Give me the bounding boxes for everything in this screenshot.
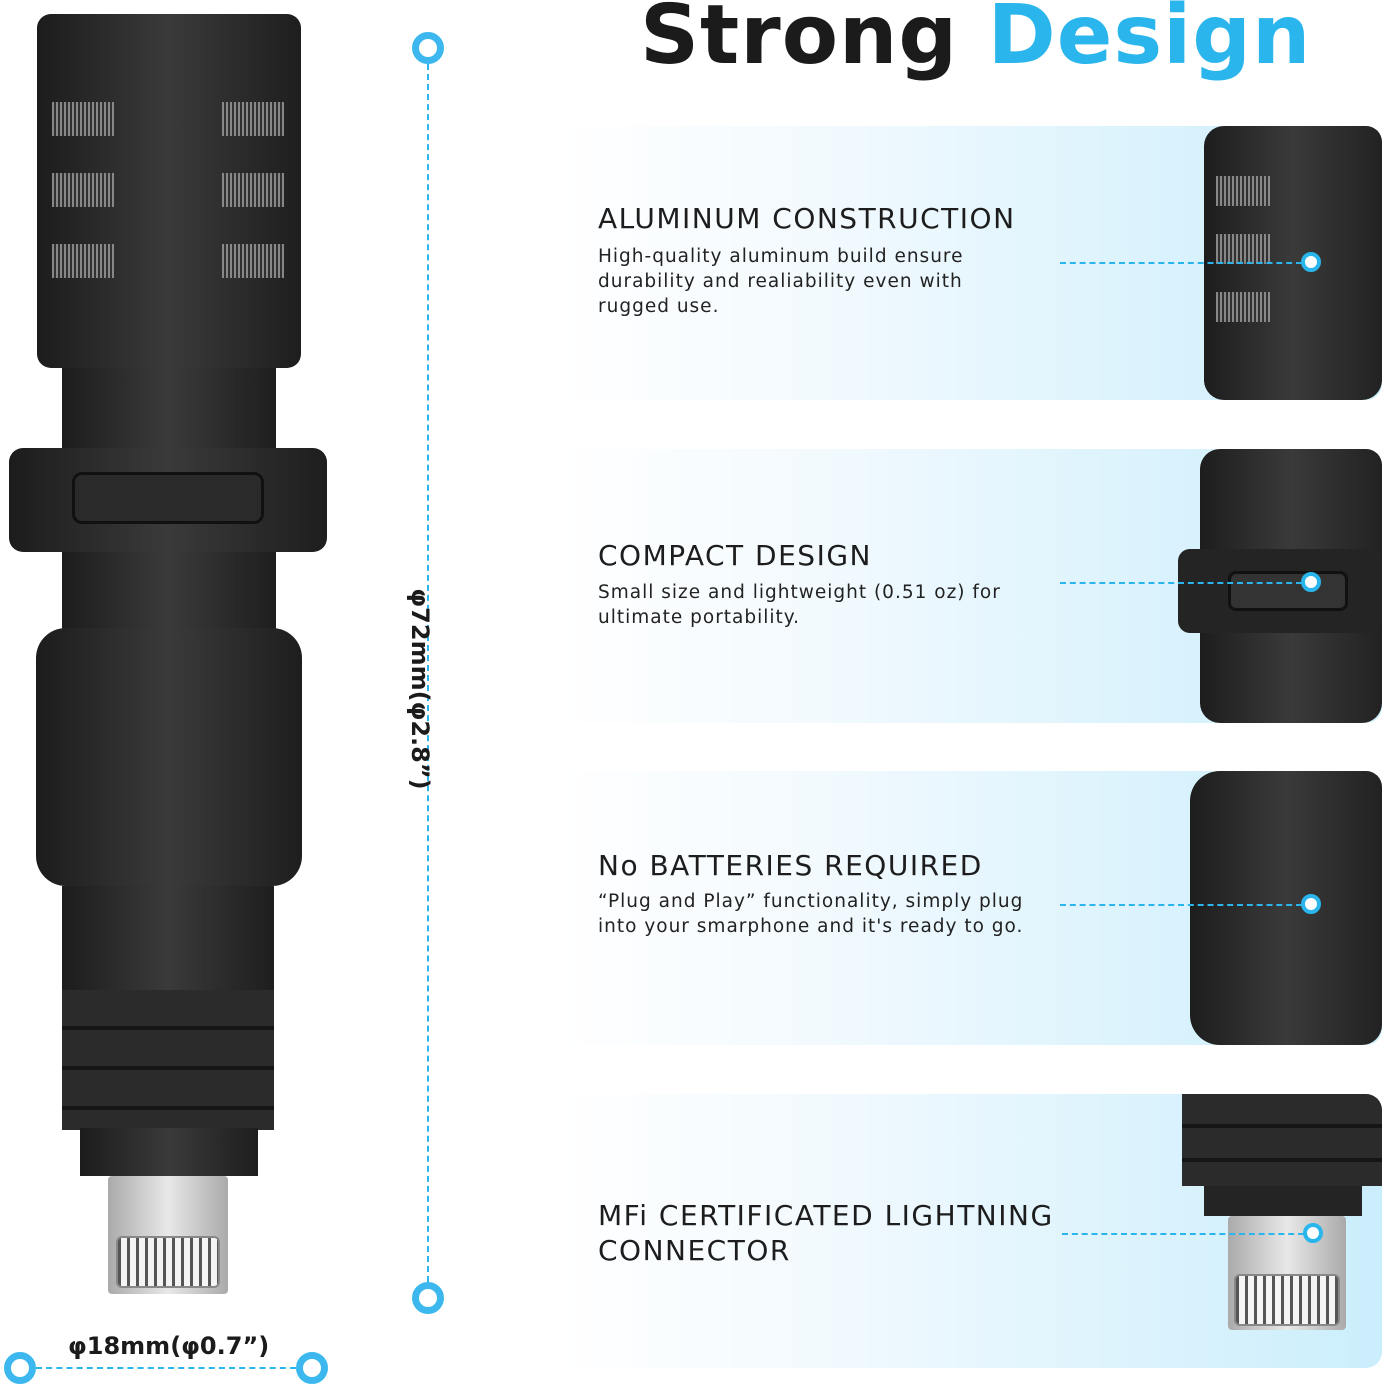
feature-description: “Plug and Play” functionality, simply pl…	[598, 891, 1024, 937]
dimension-line-horizontal	[36, 1367, 296, 1369]
width-dimension-label: φ18mm(φ0.7”)	[68, 1332, 270, 1360]
callout-dot	[1303, 1223, 1323, 1243]
feature-description: Small size and lightweight (0.51 oz) for…	[598, 582, 1001, 628]
feature-panel-lightning: MFi CERTIFICATED LIGHTNING CONNECTOR	[560, 1094, 1382, 1368]
dimension-marker-right	[296, 1352, 328, 1384]
callout-dot	[1301, 894, 1321, 914]
dimension-marker-left	[4, 1352, 36, 1384]
callout-dot	[1301, 252, 1321, 272]
dimension-marker-bottom	[412, 1282, 444, 1314]
feature-description: High-quality aluminum build ensure durab…	[598, 246, 964, 317]
feature-heading: ALUMINUM CONSTRUCTION	[598, 202, 1016, 235]
height-dimension-label: φ72mm(φ2.8”)	[406, 588, 434, 790]
feature-heading: No BATTERIES REQUIRED	[598, 849, 983, 882]
feature-panel-batteries: No BATTERIES REQUIRED “Plug and Play” fu…	[560, 771, 1382, 1045]
connector-thumbnail	[1182, 1094, 1382, 1186]
page-title: Strong Design	[640, 0, 1311, 83]
title-word-design: Design	[987, 0, 1312, 83]
title-word-strong: Strong	[640, 0, 959, 83]
callout-dot	[1301, 572, 1321, 592]
feature-heading: MFi CERTIFICATED LIGHTNING CONNECTOR	[598, 1199, 1054, 1267]
feature-panel-aluminum: ALUMINUM CONSTRUCTION High-quality alumi…	[560, 126, 1382, 400]
mic-joint-thumbnail	[1190, 771, 1382, 1045]
feature-heading: COMPACT DESIGN	[598, 539, 872, 572]
dimension-marker-top	[412, 32, 444, 64]
dimension-line-vertical	[427, 64, 429, 1282]
feature-panel-compact: COMPACT DESIGN Small size and lightweigh…	[560, 449, 1382, 723]
microphone-image	[0, 0, 340, 1300]
